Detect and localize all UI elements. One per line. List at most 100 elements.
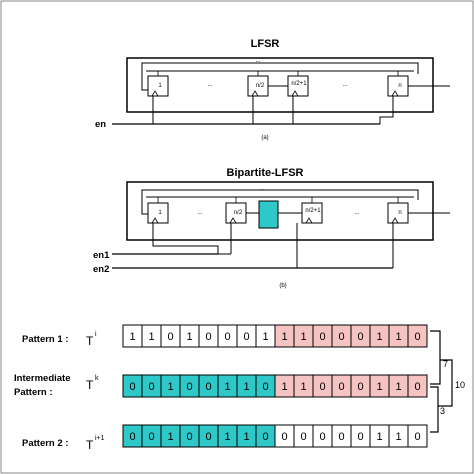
bit-cell: 0	[407, 324, 428, 348]
svg-text:Intermediate: Intermediate	[14, 373, 71, 384]
bit-cell: 0	[141, 424, 162, 448]
svg-text:0: 0	[357, 381, 363, 393]
svg-text:k: k	[95, 375, 99, 382]
svg-text:0: 0	[205, 381, 211, 393]
bit-cell: 1	[160, 424, 181, 448]
svg-text:0: 0	[281, 431, 287, 443]
mux-block	[258, 200, 279, 229]
svg-text:Pattern :: Pattern :	[14, 387, 53, 398]
svg-text:1: 1	[186, 331, 192, 343]
svg-text:1: 1	[158, 210, 162, 216]
bit-cell: 0	[350, 324, 371, 348]
svg-text:1: 1	[224, 381, 230, 393]
bit-cell: 1	[217, 424, 238, 448]
svg-text:1: 1	[376, 381, 382, 393]
svg-text:T: T	[86, 438, 94, 452]
bit-cell: 0	[350, 424, 371, 448]
bit-cell: 1	[160, 374, 181, 398]
bit-cell: 1	[255, 324, 276, 348]
svg-text:0: 0	[205, 331, 211, 343]
svg-text:1: 1	[243, 431, 249, 443]
bit-cell: 0	[312, 374, 333, 398]
bit-cell: 0	[255, 424, 276, 448]
bit-cell: 0	[407, 374, 428, 398]
flip-flop-n2-plus-1-b: n/2+1	[301, 202, 323, 224]
row-label-pattern-1: Pattern 1 : T i	[22, 331, 97, 348]
flip-flop-n: n	[387, 75, 409, 97]
bit-cell: 1	[369, 424, 390, 448]
svg-text:0: 0	[414, 331, 420, 343]
svg-text:1: 1	[158, 83, 162, 89]
svg-text:0: 0	[186, 381, 192, 393]
bit-cell: 1	[388, 424, 409, 448]
bit-cell: 0	[274, 424, 295, 448]
bit-cell: 0	[198, 424, 219, 448]
svg-text:1: 1	[281, 331, 287, 343]
ellipsis-top: ...	[255, 58, 260, 64]
row-label-pattern-2: Pattern 2 : T i+1	[22, 435, 105, 452]
flip-flop-n2-plus-1: n/2+1	[287, 75, 309, 97]
distance-total: 10	[455, 380, 465, 390]
caption-b: (b)	[279, 283, 286, 289]
gap-ellipsis-1: ...	[207, 82, 212, 88]
feedback-line-b	[141, 189, 419, 215]
bit-cell: 0	[217, 324, 238, 348]
lfsr-title: LFSR	[251, 38, 280, 50]
svg-text:n: n	[398, 83, 401, 89]
svg-text:0: 0	[357, 331, 363, 343]
distance-first: 7	[443, 359, 448, 369]
svg-text:0: 0	[319, 331, 325, 343]
svg-text:Pattern 2 :: Pattern 2 :	[22, 438, 68, 449]
bit-cell: 1	[293, 324, 314, 348]
svg-text:0: 0	[338, 431, 344, 443]
svg-text:0: 0	[319, 381, 325, 393]
svg-text:0: 0	[262, 431, 268, 443]
svg-text:0: 0	[205, 431, 211, 443]
svg-text:i+1: i+1	[95, 435, 105, 442]
bit-cell: 1	[236, 374, 257, 398]
svg-text:1: 1	[376, 431, 382, 443]
bit-cell: 1	[369, 374, 390, 398]
bit-cell: 1	[217, 374, 238, 398]
svg-text:1: 1	[395, 381, 401, 393]
bit-cell: 0	[198, 324, 219, 348]
svg-text:0: 0	[262, 381, 268, 393]
bit-cell: 0	[331, 424, 352, 448]
svg-text:0: 0	[243, 331, 249, 343]
svg-text:0: 0	[148, 431, 154, 443]
svg-text:1: 1	[243, 381, 249, 393]
svg-text:n/2+1: n/2+1	[305, 208, 321, 214]
svg-text:1: 1	[224, 431, 230, 443]
bit-cell: 0	[122, 374, 143, 398]
svg-text:1: 1	[148, 331, 154, 343]
bit-cell: 0	[255, 374, 276, 398]
distance-brackets: 7 3 10	[430, 330, 465, 433]
flip-flop-1: 1	[147, 75, 169, 97]
bit-cell: 1	[369, 324, 390, 348]
svg-text:Pattern 1 :: Pattern 1 :	[22, 334, 68, 345]
enable-1-label: en1	[93, 250, 110, 261]
bit-cell: 1	[274, 324, 295, 348]
bit-cell: 0	[407, 424, 428, 448]
bit-cell: 1	[179, 324, 200, 348]
svg-text:0: 0	[338, 381, 344, 393]
gap-ellipsis-2: ...	[342, 82, 347, 88]
svg-text:1: 1	[262, 331, 268, 343]
bit-cell: 1	[122, 324, 143, 348]
svg-text:0: 0	[357, 431, 363, 443]
bit-cell: 1	[274, 374, 295, 398]
ellipsis-top-b: ...	[259, 186, 264, 192]
bit-cell: 0	[179, 374, 200, 398]
svg-text:0: 0	[414, 431, 420, 443]
svg-text:1: 1	[376, 331, 382, 343]
svg-text:1: 1	[395, 331, 401, 343]
svg-text:0: 0	[338, 331, 344, 343]
svg-text:T: T	[86, 334, 94, 348]
feedback-line	[141, 62, 419, 91]
bit-cell: 1	[293, 374, 314, 398]
svg-text:0: 0	[129, 431, 135, 443]
bipartite-lfsr-title: Bipartite-LFSR	[227, 167, 304, 179]
